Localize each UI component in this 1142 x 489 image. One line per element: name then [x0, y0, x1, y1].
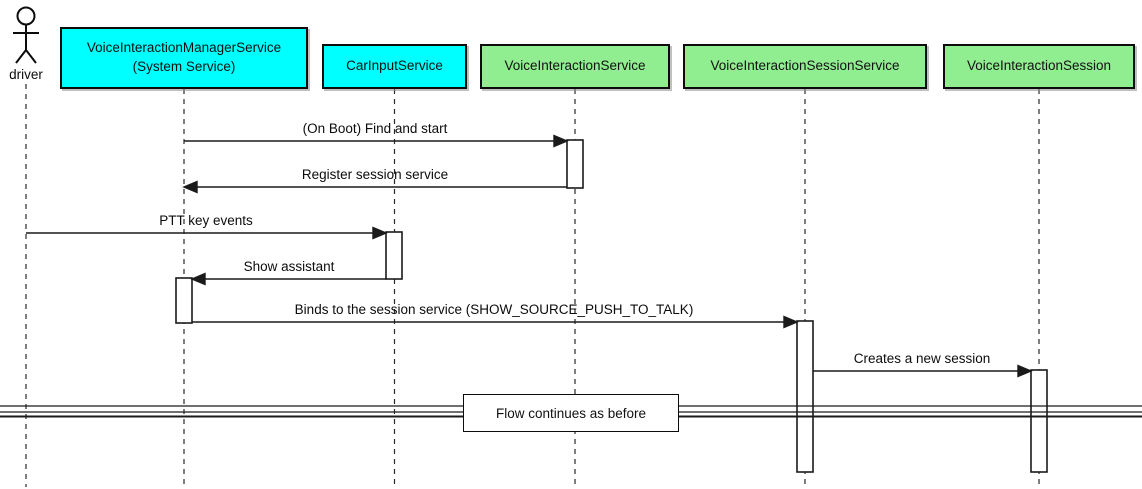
- message-arrow-on-boot-find-and-start: [184, 134, 569, 148]
- message-arrow-show-assistant: [190, 272, 386, 286]
- participant-label: VoiceInteractionService: [504, 58, 646, 74]
- message-arrow-binds-to-session-service: [192, 315, 799, 329]
- activation-voiceinteractionservice: [566, 139, 584, 189]
- participant-voiceinteractionsession: VoiceInteractionSession: [943, 44, 1135, 89]
- actor-label: driver: [9, 67, 43, 82]
- divider-box: Flow continues as before: [463, 394, 679, 432]
- participant-carinputservice: CarInputService: [322, 44, 467, 89]
- divider-label: Flow continues as before: [495, 405, 647, 421]
- participant-label: VoiceInteractionManagerService: [86, 40, 282, 56]
- activation-voiceinteractionsessionservice: [796, 320, 814, 473]
- message-arrow-register-session-service: [182, 180, 567, 194]
- participant-label: CarInputService: [346, 58, 443, 74]
- message-arrow-ptt-key-events: [26, 226, 388, 240]
- message-arrow-creates-a-new-session: [813, 364, 1033, 378]
- message-label-binds-to-session-service: Binds to the session service (SHOW_SOURC…: [294, 302, 694, 317]
- participant-label: VoiceInteractionSessionService: [710, 58, 900, 74]
- activation-bars: [175, 139, 1048, 473]
- activation-carinputservice: [385, 231, 403, 280]
- message-label-show-assistant: Show assistant: [243, 259, 335, 274]
- participant-voiceinteractionmanagerservice: VoiceInteractionManagerService (System S…: [60, 27, 308, 89]
- message-label-on-boot-find-and-start: (On Boot) Find and start: [302, 121, 448, 136]
- message-label-register-session-service: Register session service: [301, 167, 449, 182]
- activation-voiceinteractionmanagerservice: [175, 277, 193, 324]
- message-label-creates-a-new-session: Creates a new session: [853, 351, 991, 366]
- participant-voiceinteractionservice: VoiceInteractionService: [480, 44, 670, 89]
- participant-voiceinteractionsessionservice: VoiceInteractionSessionService: [683, 44, 927, 89]
- participant-sublabel: (System Service): [132, 59, 236, 74]
- activation-voiceinteractionsession: [1030, 369, 1048, 473]
- actor-icon: [13, 6, 39, 64]
- participant-label: VoiceInteractionSession: [966, 58, 1112, 74]
- message-label-ptt-key-events: PTT key events: [159, 213, 253, 228]
- message-arrows: [26, 134, 1033, 378]
